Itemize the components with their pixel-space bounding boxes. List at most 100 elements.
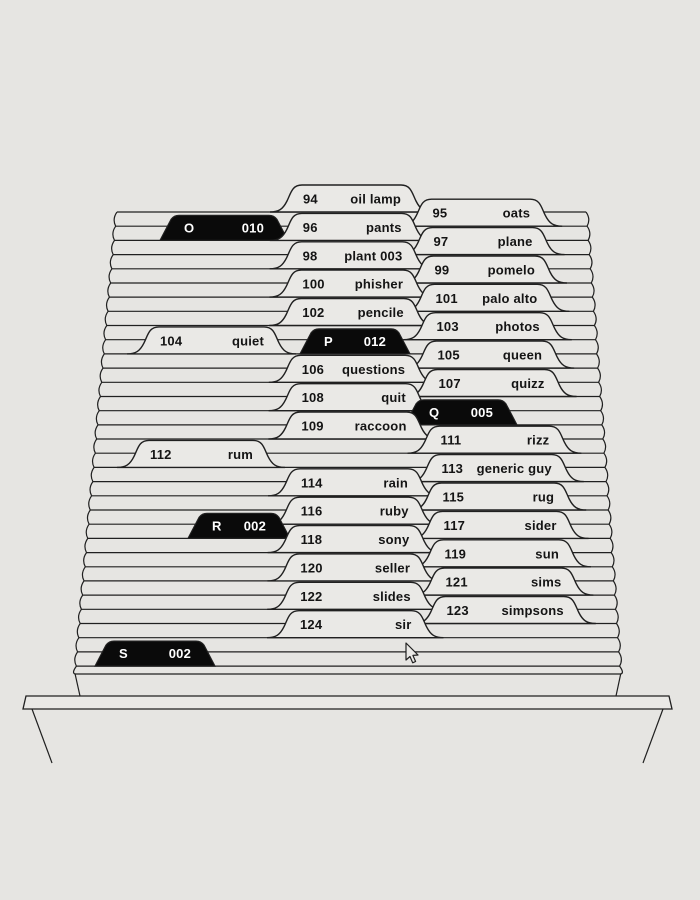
divider-count: 012 — [364, 334, 386, 349]
card-label: plant 003 — [344, 248, 402, 263]
card-label: quizz — [511, 376, 545, 391]
card-tab-shape — [407, 425, 582, 454]
card-label: queen — [503, 348, 542, 363]
card-number: 111 — [441, 433, 462, 448]
card-number: 95 — [433, 206, 448, 221]
card-label: pants — [366, 220, 402, 235]
card-label: sider — [525, 518, 557, 533]
divider-count: 002 — [169, 646, 191, 661]
card-tab-shape — [269, 212, 434, 242]
card-tab-107[interactable]: 107 quizz — [405, 368, 577, 398]
card-tab-shape — [410, 510, 589, 540]
card-number: 119 — [445, 546, 467, 561]
card-label: simpsons — [502, 603, 564, 618]
card-number: 105 — [438, 348, 460, 363]
card-label: pomelo — [488, 263, 535, 278]
stack-right-edge — [585, 211, 623, 697]
card-tab-shape — [399, 198, 563, 227]
card-label: rum — [228, 447, 253, 462]
card-tab-98[interactable]: 98 plant 003 — [269, 241, 435, 270]
card-number: 107 — [439, 376, 461, 391]
card-tab-shape — [267, 581, 443, 610]
card-tab-105[interactable]: 105 queen — [404, 340, 575, 369]
stack-left-edge — [72, 211, 118, 697]
card-tab-shape — [266, 610, 444, 639]
divider-count: 010 — [242, 220, 264, 235]
card-label: sun — [535, 546, 559, 561]
card-tab-101[interactable]: 101 palo alto — [402, 283, 570, 312]
card-tab-118[interactable]: 118 sony — [267, 524, 442, 554]
card-label: sony — [378, 532, 410, 547]
card-number: 98 — [303, 248, 318, 263]
card-tab-shape — [126, 326, 297, 355]
card-label: generic guy — [477, 461, 553, 476]
card-number: 120 — [300, 560, 322, 575]
card-label: photos — [495, 319, 540, 334]
card-label: rizz — [527, 433, 550, 448]
card-number: 97 — [434, 234, 449, 249]
divider-letter: Q — [429, 405, 439, 420]
divider-tab-shape — [187, 512, 291, 539]
divider-tab-S[interactable]: S 002 — [94, 640, 216, 667]
card-number: 117 — [444, 518, 466, 533]
card-tab-shape — [268, 354, 438, 383]
card-tab-112[interactable]: 112 rum — [116, 439, 286, 469]
divider-tab-shape — [159, 214, 289, 241]
drawer-front-rim — [22, 695, 673, 710]
card-number: 104 — [160, 333, 183, 348]
card-tab-shape — [267, 553, 443, 582]
card-number: 103 — [437, 319, 459, 334]
card-label: phisher — [355, 277, 403, 292]
divider-letter: P — [324, 334, 333, 349]
card-label: palo alto — [482, 291, 537, 306]
card-tab-shape — [400, 226, 565, 256]
card-tab-119[interactable]: 119 sun — [411, 539, 592, 568]
divider-tab-P[interactable]: P 012 — [299, 328, 411, 355]
card-label: rain — [383, 475, 408, 490]
card-tab-shape — [412, 567, 594, 596]
card-tab-shape — [408, 453, 584, 483]
card-tab-103[interactable]: 103 photos — [403, 312, 572, 341]
card-number: 112 — [150, 447, 172, 462]
card-tab-shape — [403, 312, 572, 341]
card-number: 118 — [301, 532, 323, 547]
card-tab-shape — [267, 496, 441, 525]
card-tab-117[interactable]: 117 sider — [410, 510, 589, 540]
divider-count: 002 — [244, 518, 266, 533]
divider-letter: S — [119, 646, 128, 661]
card-number: 121 — [446, 575, 468, 590]
card-number: 101 — [436, 291, 458, 306]
card-tab-shape — [116, 439, 286, 469]
card-tab-shape — [269, 297, 436, 327]
card-tab-shape — [267, 524, 442, 554]
card-tab-shape — [404, 340, 575, 369]
card-tab-shape — [268, 411, 439, 440]
card-tab-111[interactable]: 111 rizz — [407, 425, 582, 454]
divider-tab-shape — [299, 328, 411, 355]
